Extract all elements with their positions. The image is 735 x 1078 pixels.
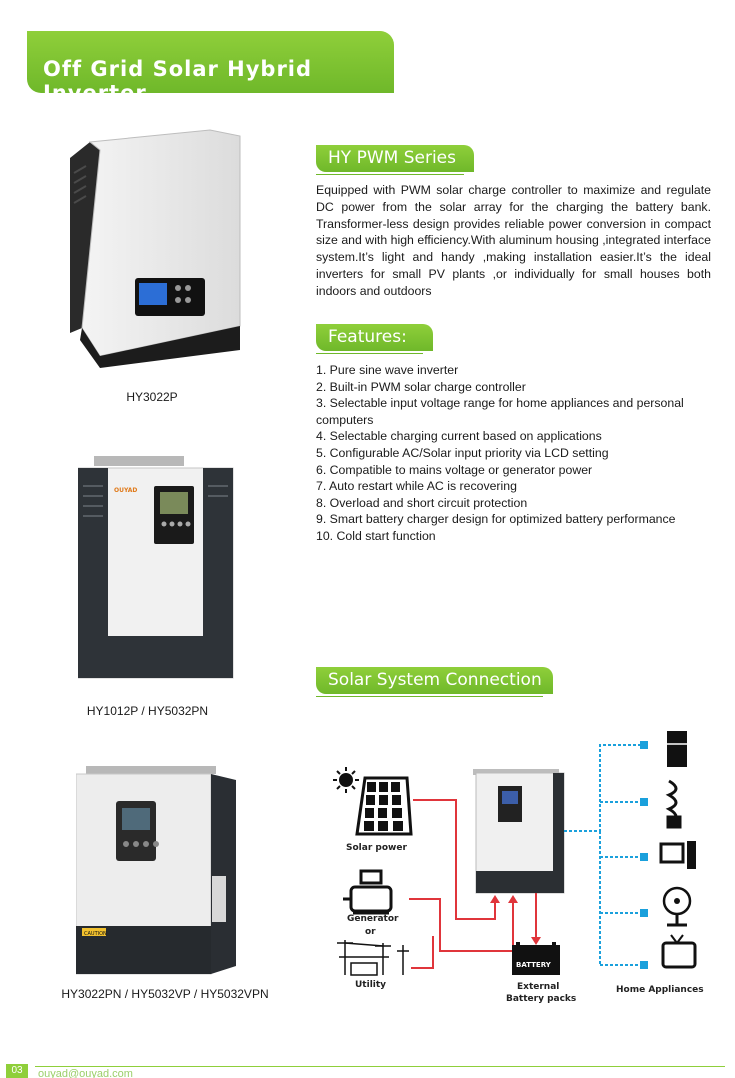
utility-label: Utility [355, 980, 386, 990]
product-image-hy3022pn: CAUTION [76, 766, 236, 975]
page-title-banner: Off Grid Solar Hybrid Inverter [27, 31, 394, 105]
generator-label: Generator [347, 914, 399, 924]
features-heading-tab: Features: [316, 324, 433, 354]
solar-power-label: Solar power [346, 843, 407, 853]
battery-icon: BATTERY [512, 942, 560, 975]
inverter-icon [473, 769, 565, 894]
connection-heading-tab: Solar System Connection [316, 667, 553, 697]
series-heading-tab: HY PWM Series [316, 145, 474, 175]
home-appliances-label: Home Appliances [616, 985, 704, 995]
series-heading: HY PWM Series [328, 148, 456, 168]
feature-item: 8. Overload and short circuit protection [316, 495, 528, 510]
battery-label-line2: Battery packs [506, 994, 576, 1004]
product-caption: HY3022P [126, 390, 178, 404]
series-description: Equipped with PWM solar charge controlle… [316, 183, 711, 298]
footer-email: ouyad@ouyad.com [38, 1068, 133, 1078]
product-brand: OUYAD [114, 487, 137, 494]
page-title: Off Grid Solar Hybrid Inverter [43, 57, 313, 105]
product-warning-label: CAUTION [84, 931, 107, 937]
product-image-hy1012p: OUYAD [78, 456, 234, 679]
solar-system-connection-diagram: Solar power Generator or Utility [323, 731, 710, 1004]
product-caption: HY1012P / HY5032PN [86, 704, 209, 718]
sun-icon [333, 767, 359, 793]
tv-icon [661, 934, 697, 969]
page-number: 03 [6, 1064, 28, 1078]
feature-item: 4. Selectable charging current based on … [316, 429, 602, 444]
footer-divider [35, 1066, 725, 1067]
generator-icon [343, 869, 393, 915]
lamp-icon [665, 779, 682, 829]
features-heading: Features: [328, 327, 407, 347]
fan-icon [662, 886, 692, 927]
or-label: or [365, 927, 376, 937]
features-list: 1. Pure sine wave inverter 2. Built-in P… [316, 362, 711, 545]
feature-item: 2. Built-in PWM solar charge controller [316, 379, 526, 394]
solar-panel-icon [355, 776, 413, 836]
feature-item: 5. Configurable AC/Solar input priority … [316, 445, 609, 460]
battery-text: BATTERY [516, 961, 552, 969]
product-image-hy3022p [70, 129, 241, 368]
battery-label-line1: External [517, 982, 559, 992]
utility-icon [337, 940, 409, 976]
product-caption: HY3022PN / HY5032VP / HY5032VPN [61, 987, 269, 1001]
feature-item: 3. Selectable input voltage range for ho… [316, 396, 684, 427]
computer-icon [659, 841, 696, 869]
feature-item: 9. Smart battery charger design for opti… [316, 512, 676, 527]
connection-heading: Solar System Connection [328, 670, 542, 690]
feature-item: 7. Auto restart while AC is recovering [316, 479, 517, 494]
feature-item: 6. Compatible to mains voltage or genera… [316, 462, 593, 477]
feature-item: 1. Pure sine wave inverter [316, 363, 459, 377]
feature-item: 10. Cold start function [316, 528, 436, 543]
fridge-icon [667, 731, 687, 767]
